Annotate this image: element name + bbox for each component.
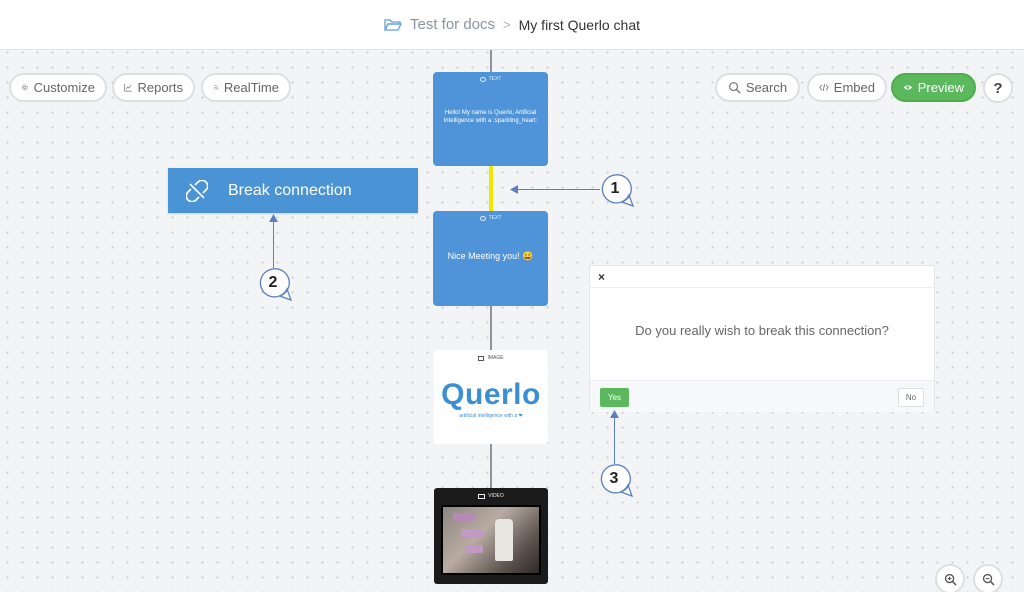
text-node-message: Hello! My name is Querlo, Artificial Int… — [443, 110, 538, 124]
break-connection-button[interactable]: Break connection — [168, 168, 418, 213]
annotation-arrow-2 — [273, 216, 274, 268]
thumbnail-chat-bubble — [453, 513, 475, 521]
customize-label: Customize — [33, 80, 95, 95]
annotation-arrow-1 — [512, 189, 600, 190]
node-type-label: TEXT — [488, 76, 502, 82]
breadcrumb-project[interactable]: Test for docs — [409, 16, 496, 33]
zoom-in-icon — [944, 573, 957, 586]
text-node-message: Nice Meeting you! 😀 — [447, 251, 534, 261]
arrowhead-icon — [610, 410, 619, 418]
help-button[interactable]: ? — [983, 73, 1013, 103]
customize-button[interactable]: Customize — [9, 73, 107, 102]
breadcrumb-chat-title: My first Querlo chat — [518, 16, 640, 33]
callout-1: 1 — [600, 174, 635, 208]
reports-button[interactable]: Reports — [112, 73, 195, 102]
node-type-tag: VIDEO — [434, 493, 548, 499]
callout-2: 2 — [258, 268, 293, 302]
dialog-divider — [590, 287, 934, 288]
yes-button[interactable]: Yes — [600, 388, 629, 407]
zoom-in-button[interactable] — [935, 564, 965, 592]
no-button[interactable]: No — [898, 388, 924, 407]
search-button[interactable]: Search — [715, 73, 800, 102]
video-thumbnail — [441, 505, 541, 575]
breadcrumb-separator: > — [503, 17, 511, 32]
chat-bubble-icon — [479, 215, 486, 221]
connector-top — [490, 50, 492, 72]
eye-icon — [903, 85, 913, 90]
reports-label: Reports — [137, 80, 183, 95]
breadcrumb: Test for docs > My first Querlo chat — [383, 16, 640, 33]
dialog-question: Do you really wish to break this connect… — [635, 323, 889, 338]
connector-selected[interactable] — [489, 166, 493, 211]
annotation-arrow-3 — [614, 412, 615, 464]
embed-button[interactable]: Embed — [807, 73, 887, 102]
node-type-label: IMAGE — [487, 355, 504, 361]
connector-bottom[interactable] — [490, 444, 492, 488]
close-icon[interactable]: × — [598, 270, 606, 284]
chat-bubble-icon — [479, 76, 486, 82]
preview-button[interactable]: Preview — [891, 73, 976, 102]
dialog-footer — [590, 380, 934, 412]
top-header: Test for docs > My first Querlo chat — [0, 0, 1024, 50]
realtime-button[interactable]: RealTime — [201, 73, 291, 102]
node-type-label: VIDEO — [488, 493, 504, 499]
callout-3: 3 — [599, 464, 634, 498]
callout-bubble-icon — [600, 464, 634, 498]
arrowhead-icon — [269, 214, 278, 222]
thumbnail-chat-bubble — [465, 545, 483, 553]
thumbnail-chat-bubble — [461, 529, 483, 537]
querlo-logo: Querlo — [441, 378, 541, 411]
node-type-tag: IMAGE — [434, 355, 548, 361]
callout-number: 1 — [610, 180, 620, 197]
connector-middle[interactable] — [490, 306, 492, 350]
break-connection-dialog: × Do you really wish to break this conne… — [589, 265, 935, 412]
preview-label: Preview — [917, 80, 964, 95]
break-connection-label: Break connection — [228, 181, 352, 199]
text-node-2[interactable]: TEXT Nice Meeting you! 😀 — [433, 211, 548, 306]
node-type-tag: TEXT — [433, 215, 548, 221]
embed-label: Embed — [833, 80, 875, 95]
zoom-out-button[interactable] — [973, 564, 1003, 592]
callout-number: 2 — [268, 274, 278, 291]
realtime-label: RealTime — [223, 80, 279, 95]
callout-bubble-icon — [259, 268, 293, 302]
arrowhead-icon — [510, 185, 518, 194]
help-icon: ? — [993, 79, 1003, 97]
video-icon — [478, 493, 486, 499]
video-node[interactable]: VIDEO — [434, 488, 548, 584]
image-icon — [478, 355, 485, 361]
node-type-tag: TEXT — [433, 76, 548, 82]
search-icon — [728, 82, 741, 94]
callout-number: 3 — [609, 470, 619, 487]
zoom-out-icon — [982, 573, 995, 586]
folder-open-icon — [383, 18, 402, 31]
node-type-label: TEXT — [488, 215, 502, 221]
thumbnail-figure — [495, 519, 513, 561]
rss-icon — [213, 85, 219, 90]
code-icon — [819, 83, 829, 92]
search-label: Search — [745, 80, 788, 95]
querlo-tagline: artificial intelligence with a ❤ — [459, 413, 523, 419]
chart-line-icon — [124, 83, 132, 92]
gear-icon — [21, 84, 28, 91]
text-node-1[interactable]: TEXT Hello! My name is Querlo, Artificia… — [433, 72, 548, 166]
unlink-icon — [186, 179, 208, 202]
callout-bubble-icon — [601, 174, 635, 208]
image-node[interactable]: IMAGE Querlo artificial intelligence wit… — [434, 350, 548, 444]
